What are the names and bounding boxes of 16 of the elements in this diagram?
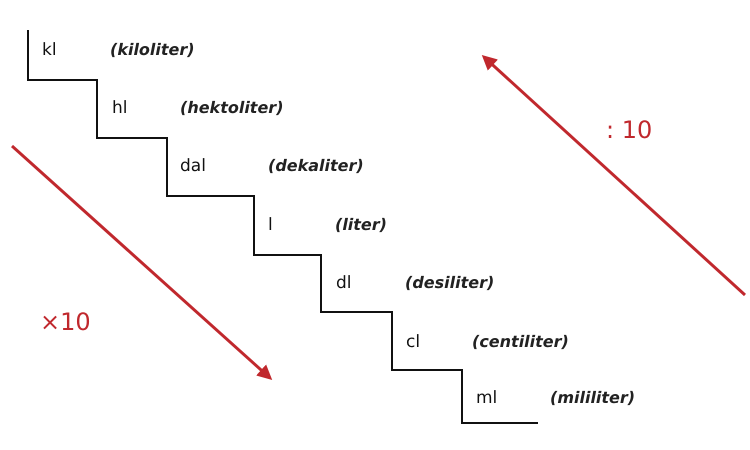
conversion-factor: ×10 [40, 310, 91, 334]
unit-name: (mililiter) [550, 390, 636, 406]
unit-name: (desiliter) [405, 275, 494, 291]
unit-symbol: dl [336, 275, 352, 292]
conversion-factor: : 10 [606, 118, 652, 142]
unit-name: (centiliter) [472, 334, 569, 350]
unit-symbol: ml [476, 390, 498, 407]
unit-name: (hektoliter) [180, 100, 284, 116]
unit-symbol: hl [112, 100, 128, 117]
unit-name: (dekaliter) [268, 158, 364, 174]
unit-symbol: l [268, 217, 273, 234]
unit-symbol: dal [180, 158, 206, 175]
unit-name: (liter) [335, 217, 387, 233]
unit-symbol: kl [42, 42, 57, 59]
unit-symbol: cl [406, 334, 420, 351]
unit-name: (kiloliter) [110, 42, 195, 58]
